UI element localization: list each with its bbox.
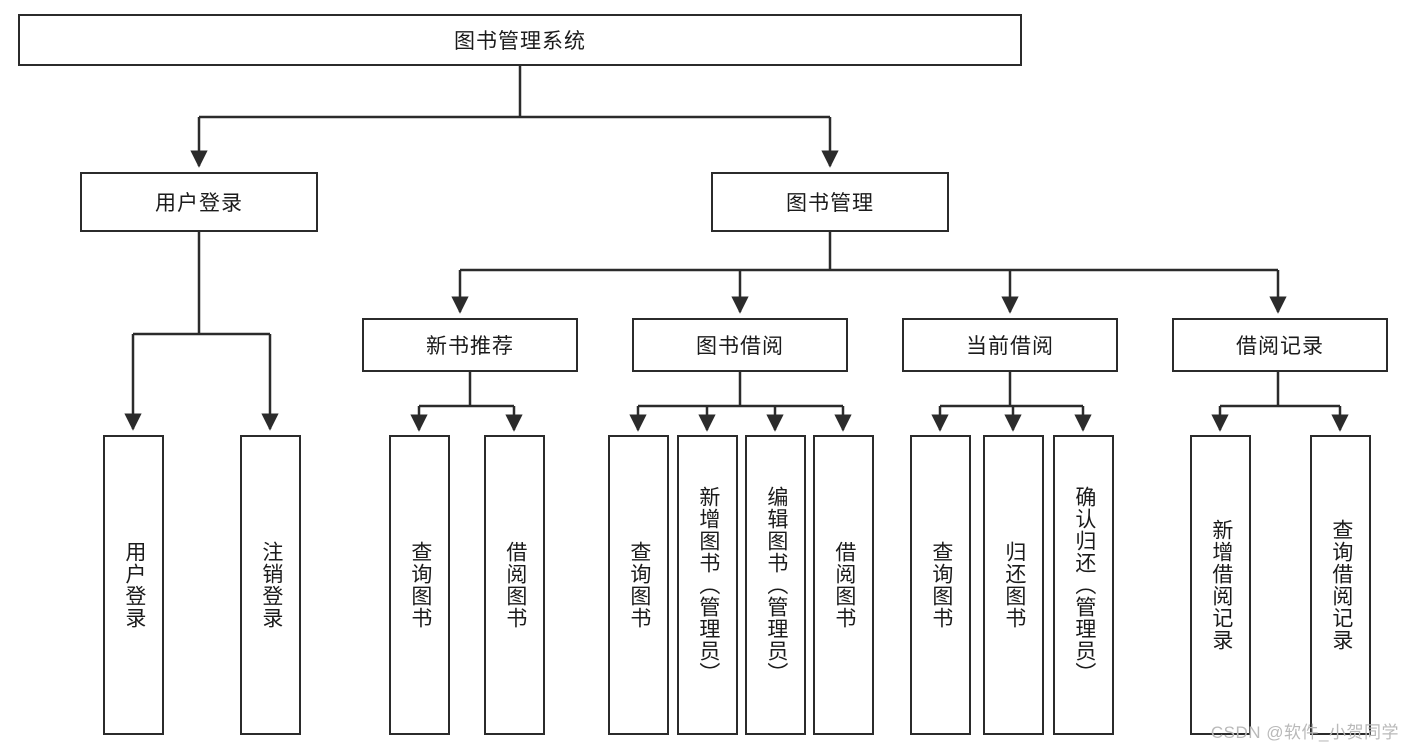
node-borrow-record[interactable]: 借阅记录 [1172,318,1388,372]
node-leaf-add-borrow-record-label: 新增借阅记录 [1209,519,1233,651]
node-leaf-query-book-2-label: 查询图书 [627,541,651,629]
node-leaf-edit-book-label: 编辑图书（管理员） [764,486,788,684]
node-leaf-query-book-3-label: 查询图书 [929,541,953,629]
node-leaf-add-book-label: 新增图书（管理员） [696,486,720,684]
node-root[interactable]: 图书管理系统 [18,14,1022,66]
node-book-borrow[interactable]: 图书借阅 [632,318,848,372]
node-leaf-query-book-1-label: 查询图书 [408,541,432,629]
node-book-manage[interactable]: 图书管理 [711,172,949,232]
node-new-book-recommend[interactable]: 新书推荐 [362,318,578,372]
node-user-login[interactable]: 用户登录 [80,172,318,232]
node-leaf-query-book-2[interactable]: 查询图书 [608,435,669,735]
node-leaf-confirm-return-label: 确认归还（管理员） [1072,486,1096,684]
node-leaf-query-borrow-record-label: 查询借阅记录 [1329,519,1353,651]
node-current-borrow[interactable]: 当前借阅 [902,318,1118,372]
node-leaf-query-borrow-record[interactable]: 查询借阅记录 [1310,435,1371,735]
node-leaf-user-logout-label: 注销登录 [259,541,283,629]
node-leaf-borrow-book-1[interactable]: 借阅图书 [484,435,545,735]
node-user-login-label: 用户登录 [155,192,243,215]
node-leaf-borrow-book-2-label: 借阅图书 [832,541,856,629]
node-leaf-edit-book[interactable]: 编辑图书（管理员） [745,435,806,735]
node-leaf-return-book[interactable]: 归还图书 [983,435,1044,735]
node-leaf-user-login[interactable]: 用户登录 [103,435,164,735]
node-leaf-confirm-return[interactable]: 确认归还（管理员） [1053,435,1114,735]
node-leaf-borrow-book-2[interactable]: 借阅图书 [813,435,874,735]
node-book-manage-label: 图书管理 [786,192,874,215]
node-leaf-add-book[interactable]: 新增图书（管理员） [677,435,738,735]
node-root-label: 图书管理系统 [454,30,586,53]
node-leaf-return-book-label: 归还图书 [1002,541,1026,629]
node-book-borrow-label: 图书借阅 [696,335,784,358]
node-leaf-add-borrow-record[interactable]: 新增借阅记录 [1190,435,1251,735]
node-leaf-query-book-3[interactable]: 查询图书 [910,435,971,735]
watermark: CSDN @软件_小贺同学 [1210,723,1399,742]
node-leaf-query-book-1[interactable]: 查询图书 [389,435,450,735]
node-leaf-user-logout[interactable]: 注销登录 [240,435,301,735]
node-leaf-user-login-label: 用户登录 [122,541,146,629]
node-borrow-record-label: 借阅记录 [1236,335,1324,358]
node-leaf-borrow-book-1-label: 借阅图书 [503,541,527,629]
node-new-book-recommend-label: 新书推荐 [426,335,514,358]
node-current-borrow-label: 当前借阅 [966,335,1054,358]
